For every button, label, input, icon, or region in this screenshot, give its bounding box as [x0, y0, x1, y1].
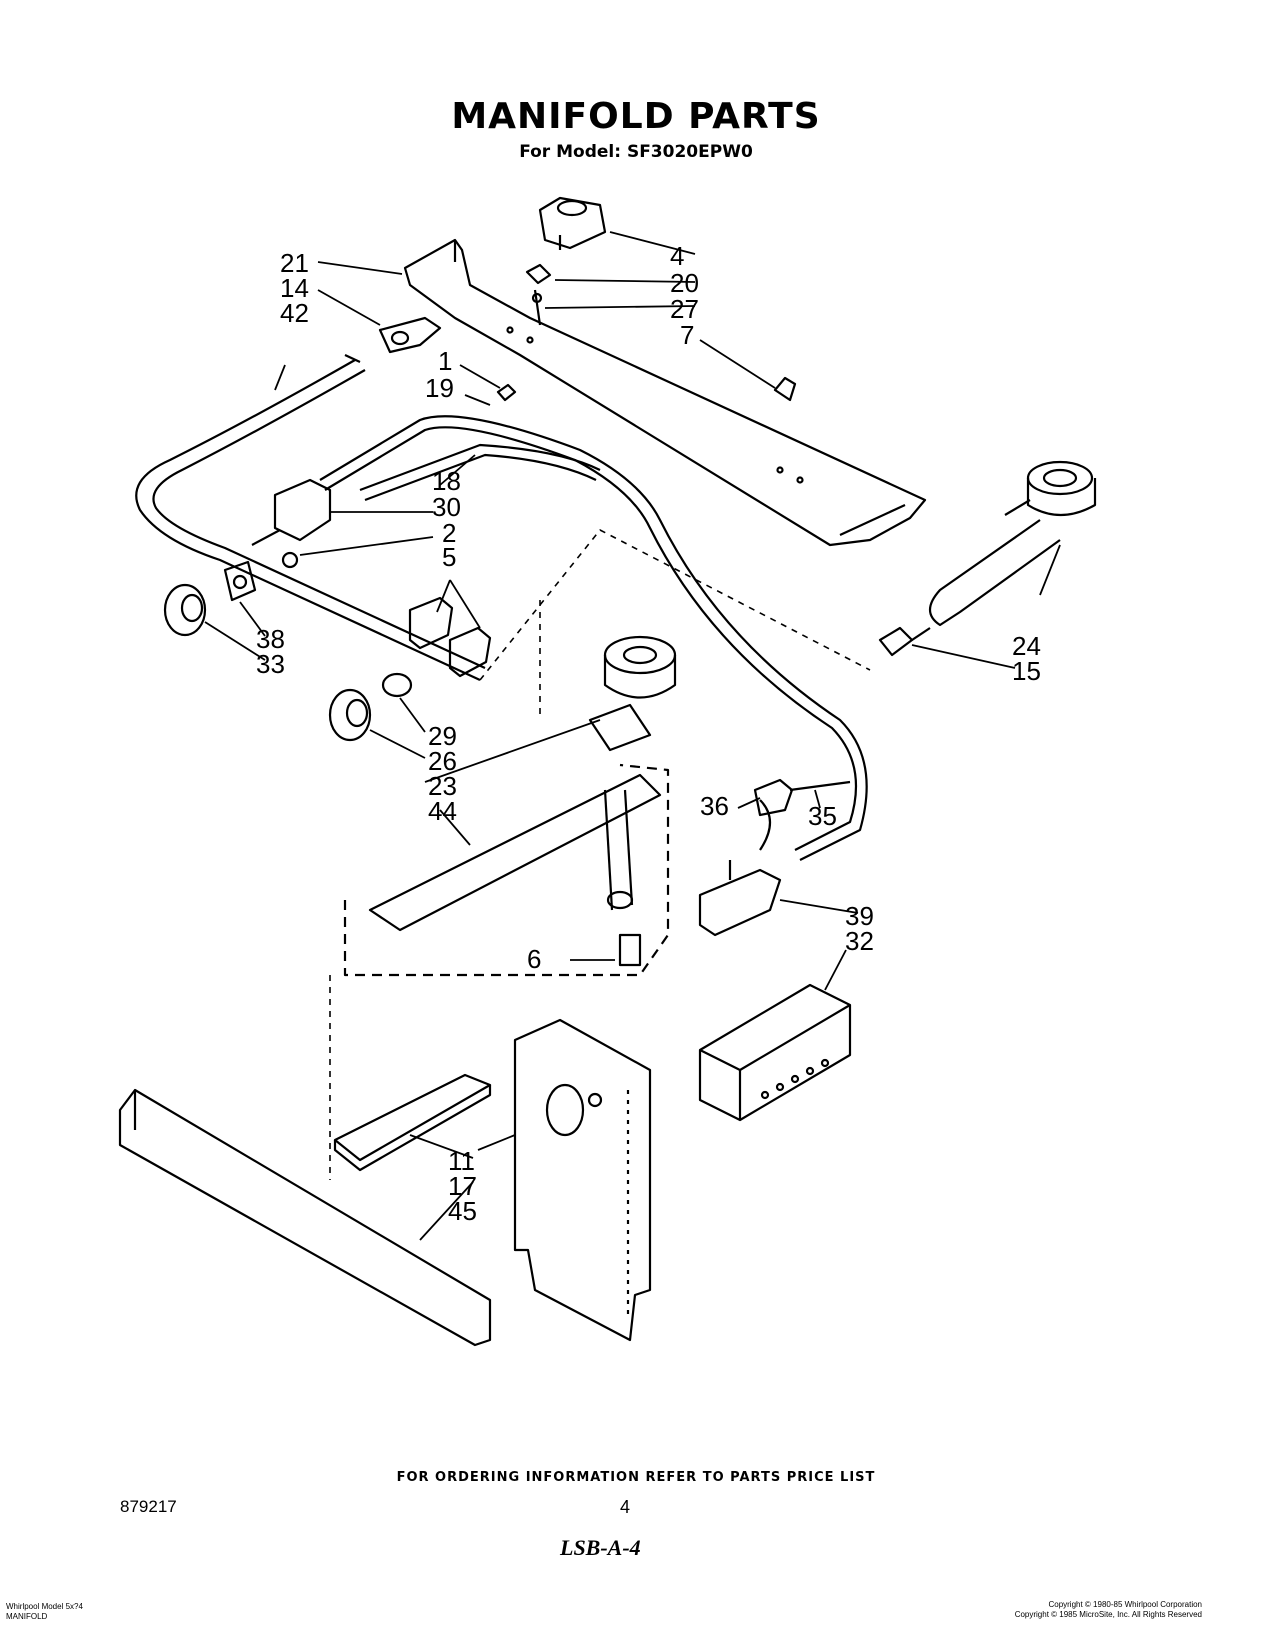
- corner-left-line1: Whirlpool Model 5x?4: [6, 1602, 83, 1611]
- part-45-front-panel: [118, 1088, 492, 1347]
- callout-15: 15: [1012, 656, 1041, 686]
- callout-33: 33: [256, 649, 285, 679]
- copyright-line1: Copyright © 1980-85 Whirlpool Corporatio…: [1048, 1600, 1202, 1609]
- part-29-bezel: [381, 672, 413, 698]
- part-14-bracket: [378, 316, 442, 354]
- callout-21: 21: [280, 248, 309, 278]
- part-30-valve: [251, 478, 332, 569]
- part-4-burner-valve: [538, 196, 607, 250]
- callout-32: 32: [845, 926, 874, 956]
- callout-30: 30: [432, 492, 461, 522]
- callout-38: 38: [256, 624, 285, 654]
- page-title: MANIFOLD PARTS: [451, 96, 821, 137]
- part-27-screw: [531, 289, 543, 326]
- callout-20: 20: [670, 268, 699, 298]
- part-21-manifold-bracket: [403, 238, 927, 547]
- callout-1: 1: [438, 346, 452, 376]
- part-20-clip: [525, 263, 552, 285]
- page-number: 4: [620, 1497, 631, 1517]
- copyright-line2: Copyright © 1985 MicroSite, Inc. All Rig…: [1014, 1610, 1202, 1619]
- part-36-valve: [753, 778, 851, 817]
- callout-35: 35: [808, 801, 837, 831]
- part-24-burner: [928, 460, 1097, 627]
- copyright-note: Copyright © 1980-85 Whirlpool Corporatio…: [1015, 1600, 1202, 1620]
- part-44-bracket: [343, 763, 670, 977]
- part-1-clip: [496, 383, 517, 402]
- callout-6: 6: [527, 944, 541, 974]
- callout-17: 17: [448, 1171, 477, 1201]
- part-15-orifice: [878, 626, 931, 657]
- handwritten-note: LSB-A-4: [560, 1535, 641, 1560]
- part-39-regulator: [698, 799, 782, 937]
- callout-39: 39: [845, 901, 874, 931]
- part-18-tube: [359, 443, 601, 502]
- part-5-valve-b: [448, 626, 492, 678]
- callout-24: 24: [1012, 631, 1041, 661]
- model-subtitle: For Model: SF3020EPW0: [519, 142, 753, 162]
- callout-18: 18: [432, 466, 461, 496]
- corner-left-line2: MANIFOLD: [6, 1612, 48, 1621]
- callout-45: 45: [448, 1196, 477, 1226]
- part-32-control-box: [698, 983, 852, 1122]
- callout-44: 44: [428, 796, 457, 826]
- part-26-knob: [328, 688, 372, 742]
- callout-42: 42: [280, 298, 309, 328]
- part-33-knob: [163, 583, 207, 637]
- callout-5: 5: [442, 542, 456, 572]
- callout-4: 4: [670, 241, 684, 271]
- callout-labels: 21 14 42 1 19 18 30 2 5 38 33 29 26 23 4…: [256, 241, 1041, 1226]
- part-19-tube: [319, 415, 868, 861]
- callout-14: 14: [280, 273, 309, 303]
- callout-26: 26: [428, 746, 457, 776]
- dashed-guide-lines: [329, 529, 871, 1180]
- part-5-valve-a: [408, 596, 454, 650]
- callout-36: 36: [700, 791, 729, 821]
- part-7-clip: [773, 376, 797, 402]
- part-11-panel: [333, 1073, 492, 1172]
- callout-23: 23: [428, 771, 457, 801]
- callout-7: 7: [680, 320, 694, 350]
- ordering-note: FOR ORDERING INFORMATION REFER TO PARTS …: [396, 1470, 876, 1485]
- part-42-manifold-tube: [135, 354, 486, 681]
- part-38-bezel: [223, 560, 257, 602]
- document-number: 879217: [120, 1497, 177, 1516]
- part-6-orifice: [618, 933, 642, 967]
- leader-lines: [204, 231, 1061, 1241]
- callout-29: 29: [428, 721, 457, 751]
- callout-11: 11: [448, 1146, 475, 1176]
- callout-2: 2: [442, 518, 456, 548]
- back-panel: [513, 1018, 652, 1342]
- callout-19: 19: [425, 373, 454, 403]
- corner-note-left: Whirlpool Model 5x?4 MANIFOLD: [6, 1602, 83, 1622]
- part-23-burner: [588, 635, 677, 752]
- callout-27: 27: [670, 294, 699, 324]
